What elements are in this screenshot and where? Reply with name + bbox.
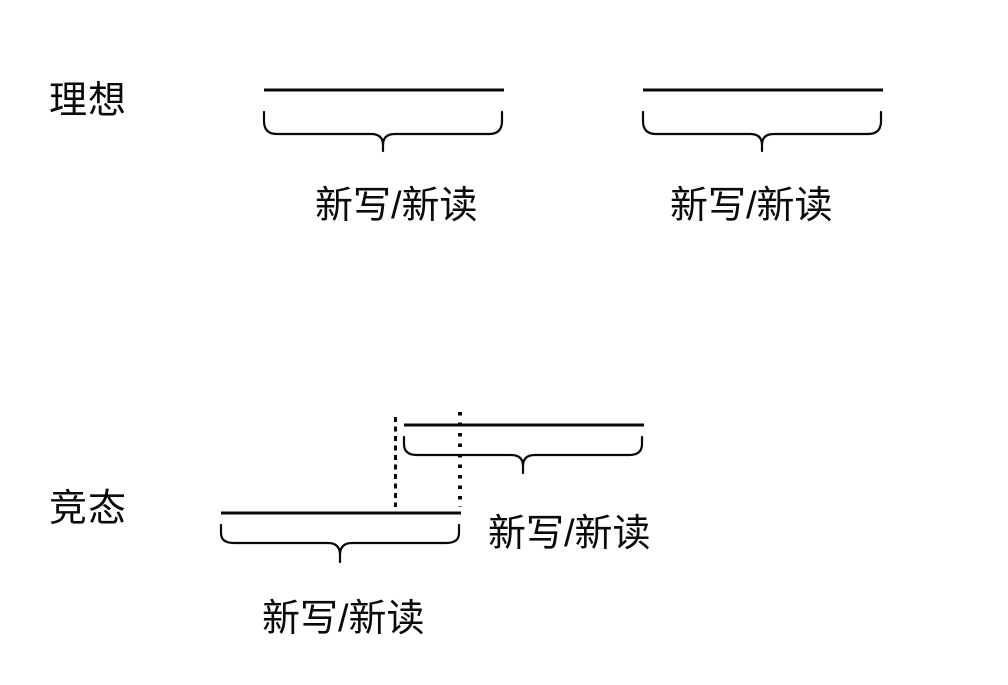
underbrace [641, 110, 883, 153]
underbrace [219, 523, 461, 564]
underbrace [402, 435, 644, 475]
race-row-label: 竞态 [49, 488, 128, 530]
ideal-segment-2-bracket [641, 88, 883, 153]
race-segment-2-label: 新写/新读 [488, 513, 651, 555]
overlap-end-dotted-line [458, 412, 462, 507]
overlap-start-dashed-line [394, 417, 397, 507]
race-segment-1-label: 新写/新读 [262, 598, 425, 640]
ideal-segment-1-label: 新写/新读 [315, 185, 478, 227]
race-segment-2-bracket [402, 423, 644, 475]
ideal-segment-2-label: 新写/新读 [670, 185, 833, 227]
ideal-segment-1-bracket [262, 88, 504, 153]
race-segment-1-bracket [219, 511, 461, 564]
underbrace [262, 110, 504, 153]
ideal-row-label: 理想 [49, 80, 128, 122]
